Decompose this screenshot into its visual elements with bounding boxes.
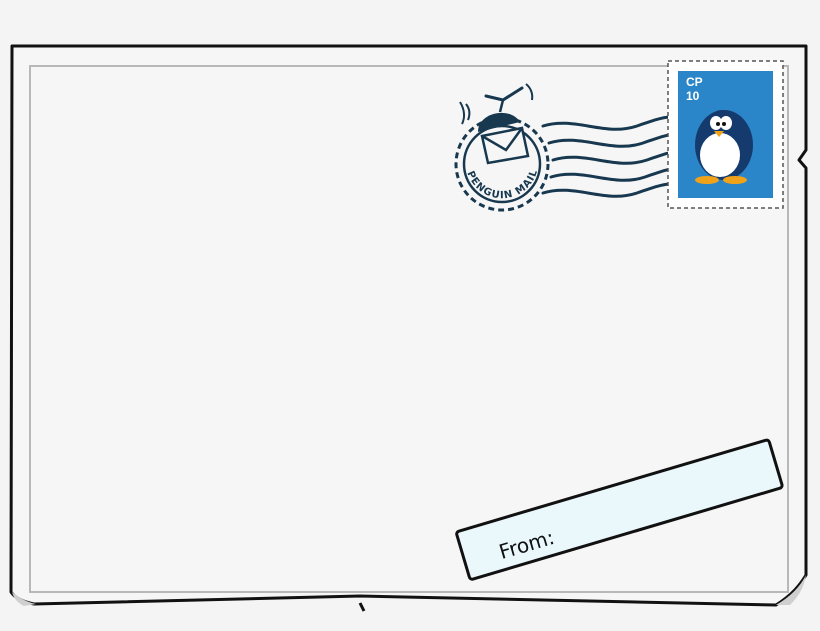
propeller-cap-icon [459, 83, 534, 132]
stamp-value: 10 [686, 89, 700, 103]
penguin-mail-postmark: PENGUIN MAIL [454, 83, 550, 212]
stamp-brand: CP [686, 75, 703, 89]
penguin-icon [695, 110, 753, 184]
postage-stamp [667, 60, 784, 209]
envelope-icon [480, 126, 530, 165]
from-field-box [455, 438, 784, 581]
